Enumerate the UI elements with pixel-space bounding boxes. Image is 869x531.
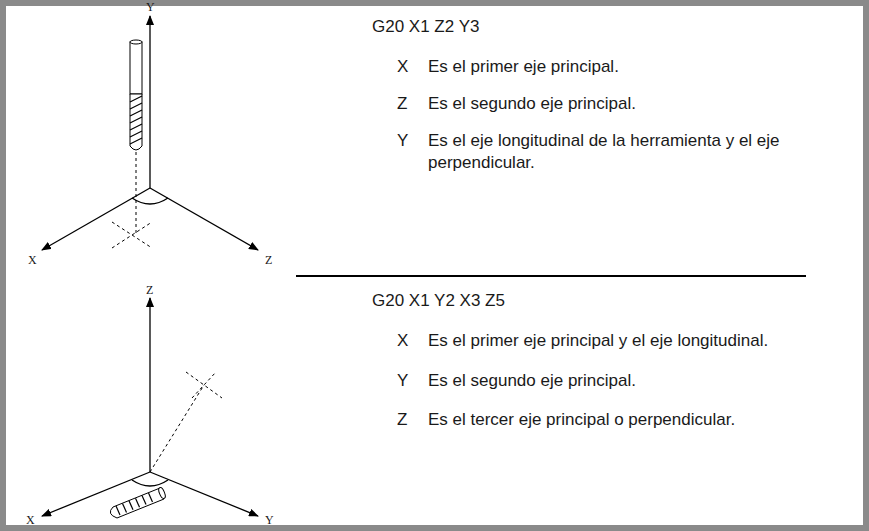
g-code: G20 X1 Y2 X3 Z5 [372, 290, 505, 312]
axis-letter: X [397, 330, 408, 352]
axis-label: Y [265, 514, 274, 526]
axis-description: Es el segundo eje principal. [428, 93, 860, 115]
axis-description: Es el segundo eje principal. [428, 370, 860, 392]
axis-label: Z [265, 254, 272, 266]
axis-letter: Y [397, 130, 408, 152]
axis-description: Es el primer eje principal y el eje long… [428, 330, 860, 352]
axis-description: Es el eje longitudinal de la herramienta… [428, 130, 858, 174]
axis-label: X [28, 254, 37, 266]
axis-description: Es el tercer eje principal o perpendicul… [428, 409, 860, 431]
g-code: G20 X1 Z2 Y3 [372, 16, 479, 38]
axis-label: Y [146, 1, 155, 13]
axis-description: Es el primer eje principal. [428, 56, 860, 78]
axis-letter: Z [397, 409, 407, 431]
axis-letter: X [397, 56, 408, 78]
axis-label: Z [146, 284, 153, 296]
axis-letter: Y [397, 370, 408, 392]
axis-letter: Z [397, 93, 407, 115]
axis-label: X [26, 514, 35, 526]
